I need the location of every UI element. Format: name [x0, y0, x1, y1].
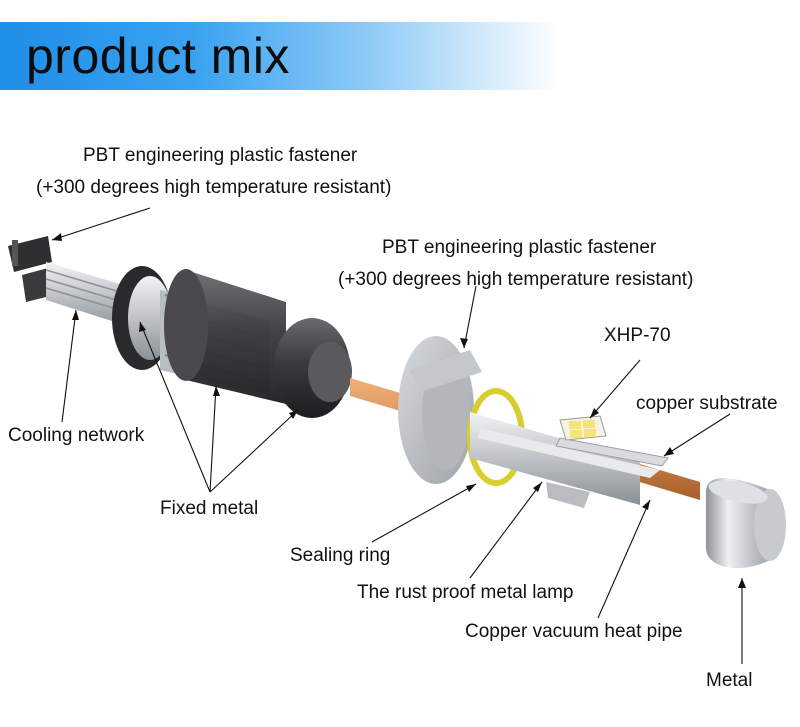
label-metal: Metal	[706, 670, 753, 691]
copper-substrate	[555, 437, 669, 467]
label-chip: XHP-70	[604, 325, 671, 346]
label-fixed-metal: Fixed metal	[160, 498, 259, 519]
label-cooling-network: Cooling network	[8, 425, 145, 446]
connector-plug	[8, 236, 52, 302]
led-chip	[559, 415, 607, 441]
label-fastener-left-line1: PBT engineering plastic fastener	[83, 145, 358, 166]
metal-end-cap	[706, 478, 786, 569]
label-sealing-ring: Sealing ring	[290, 545, 391, 566]
label-fastener-right-line1: PBT engineering plastic fastener	[382, 237, 657, 258]
label-fastener-right-line2: (+300 degrees high temperature resistant…	[338, 269, 694, 290]
heat-sink-body	[160, 269, 286, 404]
metal-lamp-tube	[470, 412, 660, 508]
label-rust-proof-lamp: The rust proof metal lamp	[357, 582, 574, 603]
label-copper-heat-pipe: Copper vacuum heat pipe	[465, 621, 683, 642]
header-banner	[0, 22, 560, 90]
label-fastener-left-line2: (+300 degrees high temperature resistant…	[36, 177, 392, 198]
lamp-base	[398, 336, 482, 484]
label-copper-substrate: copper substrate	[636, 393, 778, 414]
page-title: product mix	[26, 28, 290, 84]
leader-lines	[51, 207, 746, 664]
dark-collar	[274, 318, 352, 418]
